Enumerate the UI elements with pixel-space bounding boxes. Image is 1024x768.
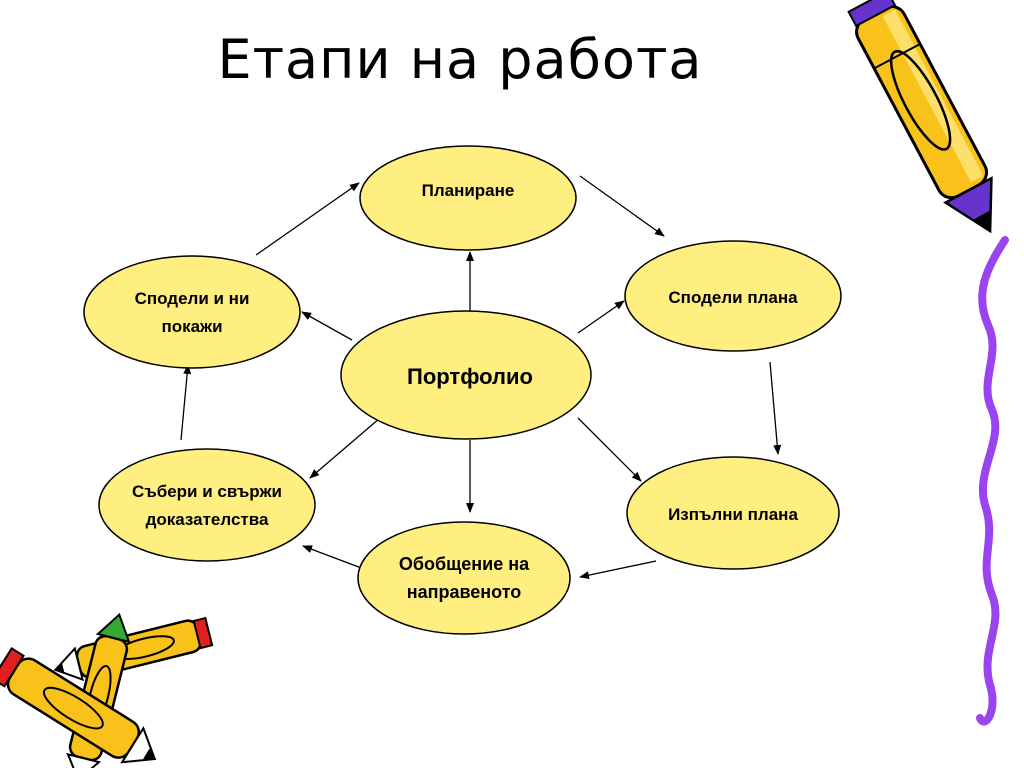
node-collect-label-line1: Събери и свържи — [132, 482, 282, 501]
node-share-plan: Сподели плана — [624, 240, 842, 352]
arrow-share-show-to-plan — [255, 182, 360, 256]
arrow-summary-to-collect — [302, 545, 365, 570]
slide-title: Етапи на работа — [217, 28, 703, 91]
arrow-center-to-collect — [309, 417, 381, 479]
cycle-arrows — [180, 175, 782, 580]
node-center-label: Портфолио — [407, 364, 533, 389]
pencil-icon — [847, 0, 993, 234]
node-summary-label-line1: Обобщение на — [399, 554, 530, 574]
node-share-show: Сподели и ни покажи — [83, 255, 301, 369]
node-plan-label: Планиране — [422, 181, 515, 200]
node-share-plan-label: Сподели плана — [668, 288, 798, 307]
crossed-pencils-icon — [0, 612, 214, 768]
node-collect-label-line2: доказателства — [146, 510, 269, 529]
node-collect: Събери и свържи доказателства — [98, 448, 316, 562]
node-execute: Изпълни плана — [626, 456, 840, 570]
arrow-share-plan-to-execute — [769, 361, 782, 455]
arrow-center-to-execute — [577, 417, 642, 482]
arrow-center-to-share-show — [301, 311, 353, 341]
node-summary-label-line2: направеното — [407, 582, 522, 602]
node-center: Портфолио — [340, 310, 592, 440]
node-plan: Планиране — [359, 145, 577, 251]
node-share-show-label-line2: покажи — [161, 317, 222, 336]
wavy-line — [976, 236, 1009, 726]
node-share-show-label-line1: Сподели и ни — [135, 289, 250, 308]
arrow-collect-to-share-show — [180, 364, 192, 441]
arrow-execute-to-summary — [579, 560, 657, 580]
arrow-plan-to-share-plan — [579, 175, 665, 237]
node-execute-label: Изпълни плана — [668, 505, 798, 524]
center-arrows — [301, 251, 642, 513]
node-summary: Обобщение на направеното — [357, 521, 571, 635]
arrow-center-to-share-plan — [577, 300, 625, 334]
